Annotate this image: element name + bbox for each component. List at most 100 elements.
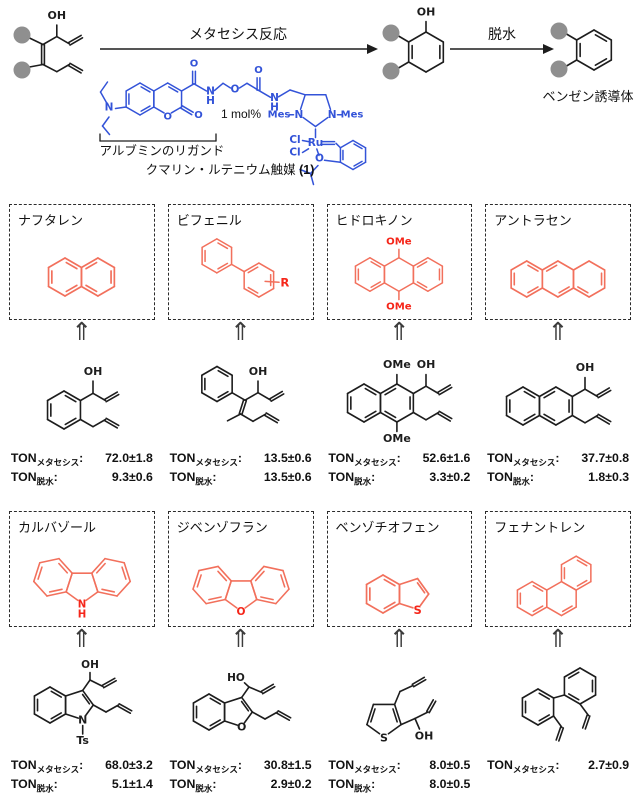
product-name: フェナントレン bbox=[494, 517, 585, 536]
product-name: ビフェニル bbox=[177, 210, 242, 229]
ton-values: TONメタセシス:72.0±1.8 TON脱水:9.3±0.6 bbox=[11, 450, 153, 487]
svg-text:Cl: Cl bbox=[289, 147, 300, 159]
ton-dehydration-value: 3.3±0.2 bbox=[429, 469, 470, 488]
ton-values: TONメタセシス:8.0±0.5 TON脱水:8.0±0.5 bbox=[328, 757, 470, 794]
svg-text:OH: OH bbox=[248, 365, 267, 378]
ton-dehydration-line: TON脱水: 3.3±0.2 bbox=[328, 469, 470, 488]
svg-text:Ts: Ts bbox=[76, 734, 89, 747]
up-double-arrow-icon: ⇑ bbox=[548, 320, 569, 346]
svg-text:N: N bbox=[105, 102, 114, 114]
product-box: ナフタレン bbox=[9, 204, 155, 320]
ton-dehydration-value: 8.0±0.5 bbox=[429, 776, 470, 795]
svg-text:N: N bbox=[328, 109, 337, 121]
ton-dehydration-value: 13.5±0.6 bbox=[264, 469, 312, 488]
ton-metathesis-value: 13.5±0.6 bbox=[264, 450, 312, 469]
svg-text:H: H bbox=[206, 95, 215, 107]
product-name: カルバゾール bbox=[18, 517, 96, 536]
ton-metathesis-label: TONメタセシス: bbox=[328, 450, 400, 469]
ton-metathesis-value: 68.0±3.2 bbox=[105, 757, 153, 776]
ton-metathesis-value: 52.6±1.6 bbox=[423, 450, 471, 469]
catalyst-caption: クマリン・ルテニウム触媒 (1) bbox=[118, 159, 342, 178]
svg-text:OH: OH bbox=[415, 730, 434, 743]
ton-metathesis-line: TONメタセシス:13.5±0.6 bbox=[170, 450, 312, 469]
ton-metathesis-label: TONメタセシス: bbox=[487, 757, 559, 776]
ton-dehydration-label: TON脱水: bbox=[487, 469, 534, 488]
product-name: ジベンゾフラン bbox=[177, 517, 268, 536]
svg-text:OH: OH bbox=[81, 659, 99, 671]
up-double-arrow-icon: ⇑ bbox=[548, 627, 569, 653]
ton-dehydration-line: TON脱水: 13.5±0.6 bbox=[170, 469, 312, 488]
svg-text:Mes: Mes bbox=[268, 110, 291, 121]
starting-material-structure: OH bbox=[8, 8, 96, 88]
ton-dehydration-label: TON脱水: bbox=[170, 776, 217, 795]
svg-text:OH: OH bbox=[417, 358, 436, 371]
up-double-arrow-icon: ⇑ bbox=[230, 320, 251, 346]
ton-dehydration-value: 9.3±0.6 bbox=[112, 469, 153, 488]
svg-text:O: O bbox=[163, 112, 172, 123]
svg-text:O: O bbox=[194, 110, 203, 121]
svg-text:S: S bbox=[380, 732, 388, 745]
precursor-wrap: S OH bbox=[327, 653, 473, 757]
biphenyl-structure: R bbox=[190, 229, 292, 315]
ton-dehydration-line: TON脱水:5.1±1.4 bbox=[11, 776, 153, 795]
svg-text:Ru: Ru bbox=[308, 137, 324, 149]
phenanthrene-structure bbox=[508, 543, 608, 622]
phenanthrene-precursor-structure bbox=[512, 663, 604, 747]
ton-metathesis-line: TONメタセシス:30.8±1.5 bbox=[170, 757, 312, 776]
biphenyl-precursor-structure: OH bbox=[192, 358, 290, 438]
precursor-wrap: OH bbox=[485, 346, 631, 450]
svg-text:S: S bbox=[414, 603, 422, 617]
naphthalene-precursor-structure: OH bbox=[36, 354, 128, 442]
product-box: アントラセン bbox=[485, 204, 631, 320]
product-grid-row-1: ナフタレン ⇑ OH TONメタセシス:72.0±1.8 TON脱水:9.3±0… bbox=[0, 204, 640, 487]
ton-metathesis-line: TONメタセシス: 2.7±0.9 bbox=[487, 757, 629, 776]
ton-metathesis-label: TONメタセシス: bbox=[328, 757, 400, 776]
ton-values: TONメタセシス:37.7±0.8 TON脱水:1.8±0.3 bbox=[487, 450, 629, 487]
ton-metathesis-line: TONメタセシス:8.0±0.5 bbox=[328, 757, 470, 776]
dehydration-arrow-label: 脱水 bbox=[450, 24, 554, 44]
precursor-wrap: OH bbox=[168, 346, 314, 450]
ton-metathesis-line: TONメタセシス:37.7±0.8 bbox=[487, 450, 629, 469]
carbazole-structure: NH bbox=[32, 544, 132, 622]
svg-text:O: O bbox=[254, 65, 263, 76]
svg-text:O: O bbox=[236, 606, 245, 618]
ton-metathesis-label: TONメタセシス: bbox=[170, 757, 242, 776]
ton-dehydration-line: TON脱水:8.0±0.5 bbox=[328, 776, 470, 795]
ton-values: TONメタセシス: 68.0±3.2 TON脱水:5.1±1.4 bbox=[11, 757, 153, 794]
catalyst-number: (1) bbox=[299, 163, 314, 177]
naphthalene-structure bbox=[34, 239, 130, 315]
metathesis-arrow-label: メタセシス反応 bbox=[118, 24, 358, 44]
ton-metathesis-line: TONメタセシス: 68.0±3.2 bbox=[11, 757, 153, 776]
svg-text:OMe: OMe bbox=[387, 302, 413, 313]
up-double-arrow-icon: ⇑ bbox=[389, 627, 410, 653]
ton-dehydration-label: TON脱水: bbox=[170, 469, 217, 488]
product-name: ベンゾチオフェン bbox=[336, 517, 440, 536]
ton-values: TONメタセシス: 2.7±0.9 bbox=[487, 757, 629, 776]
dibenzofuran-precursor-structure: OHO bbox=[185, 670, 297, 740]
up-double-arrow-icon: ⇑ bbox=[230, 627, 251, 653]
benzothiophene-precursor-structure: S OH bbox=[351, 662, 447, 748]
svg-text:N: N bbox=[295, 109, 304, 121]
cell-phenanthrene: フェナントレン ⇑ TONメタセシス: 2.7±0.9 bbox=[485, 511, 631, 794]
ton-metathesis-line: TONメタセシス: 52.6±1.6 bbox=[328, 450, 470, 469]
ton-dehydration-label: TON脱水: bbox=[328, 469, 375, 488]
svg-text:OMe: OMe bbox=[383, 358, 411, 371]
up-double-arrow-icon: ⇑ bbox=[71, 320, 92, 346]
svg-text:N: N bbox=[78, 600, 87, 611]
product-box: ベンゾチオフェン S bbox=[327, 511, 473, 627]
ton-metathesis-line: TONメタセシス:72.0±1.8 bbox=[11, 450, 153, 469]
ton-metathesis-value: 2.7±0.9 bbox=[588, 757, 629, 776]
product-box: フェナントレン bbox=[485, 511, 631, 627]
ton-metathesis-label: TONメタセシス: bbox=[11, 757, 83, 776]
ton-values: TONメタセシス: 52.6±1.6 TON脱水: 3.3±0.2 bbox=[328, 450, 470, 487]
